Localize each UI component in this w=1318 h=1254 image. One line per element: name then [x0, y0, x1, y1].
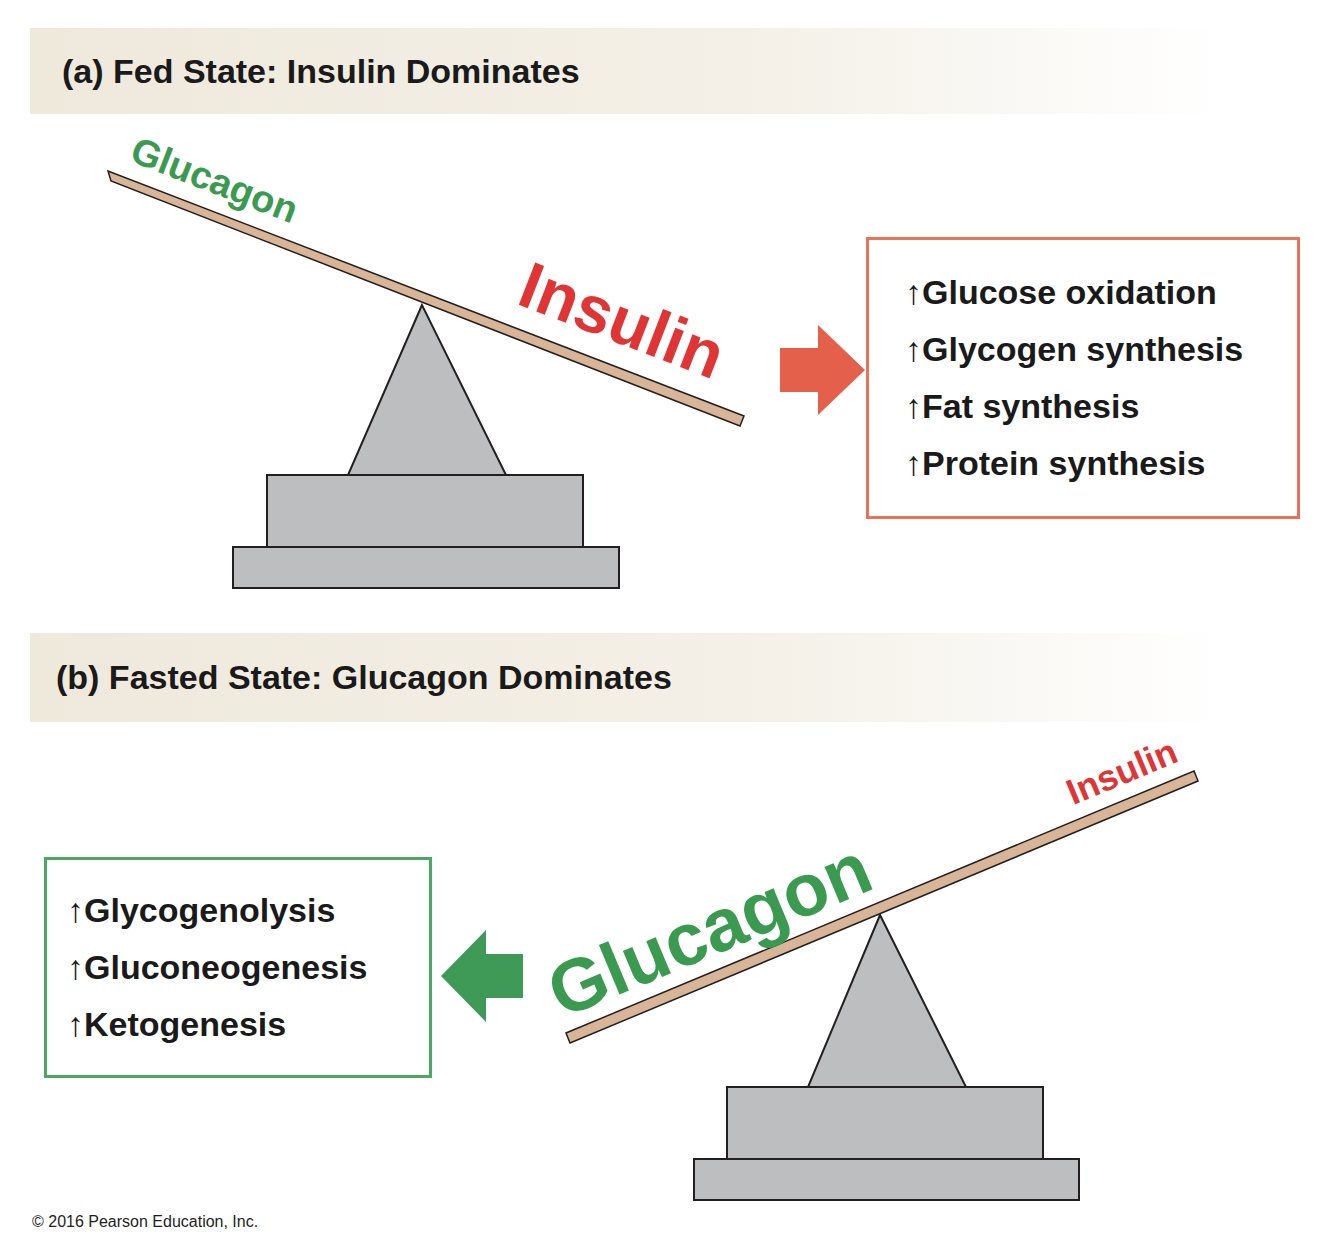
effect-item: ↑Ketogenesis: [67, 996, 419, 1053]
effect-item: ↑Protein synthesis: [905, 435, 1287, 492]
effects-box: ↑Glycogenolysis↑Gluconeogenesis↑Ketogene…: [44, 857, 432, 1078]
header-band: (a) Fed State: Insulin Dominates: [30, 28, 1225, 114]
effect-item: ↑Glycogen synthesis: [905, 321, 1287, 378]
header-band: (b) Fasted State: Glucagon Dominates: [30, 633, 1225, 722]
effects-box: ↑Glucose oxidation↑Glycogen synthesis↑Fa…: [866, 237, 1300, 519]
effect-item: ↑Fat synthesis: [905, 378, 1287, 435]
seesaw-a: [108, 171, 744, 588]
section-heading: (b) Fasted State: Glucagon Dominates: [56, 658, 672, 697]
effect-item: ↑Gluconeogenesis: [67, 939, 419, 996]
section-heading: (a) Fed State: Insulin Dominates: [62, 52, 580, 91]
block-arrow: [441, 930, 523, 1022]
effect-item: ↑Glycogenolysis: [67, 882, 419, 939]
effect-item: ↑Glucose oxidation: [905, 264, 1287, 321]
copyright-note: © 2016 Pearson Education, Inc.: [32, 1214, 258, 1230]
block-arrow: [780, 325, 865, 415]
plank-label: Insulin: [1062, 733, 1183, 811]
